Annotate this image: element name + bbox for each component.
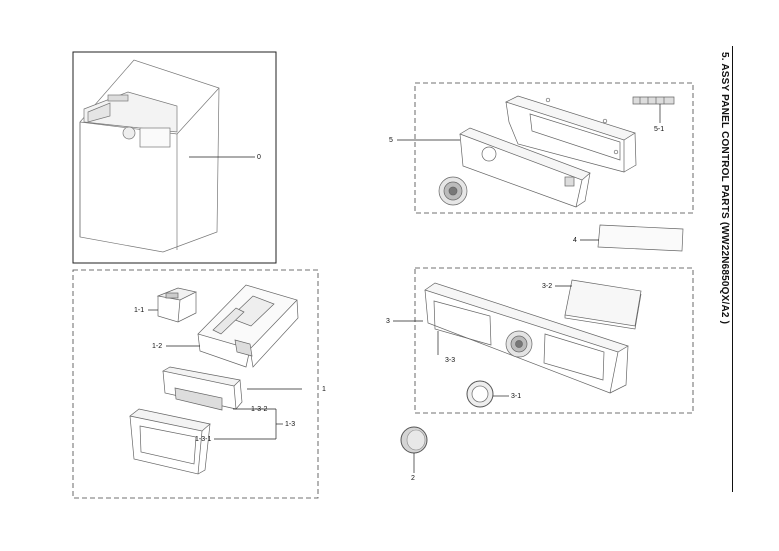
- drawer-callout-lines: [148, 309, 302, 440]
- callout-1: 1: [322, 386, 326, 393]
- pcb-assembly-group: [397, 82, 694, 214]
- callout-1-3: 1-3: [285, 421, 296, 428]
- sheet-part-4: [597, 224, 684, 252]
- callout-2: 2: [411, 475, 415, 482]
- washer-drawing: [79, 59, 220, 253]
- control-panel-group: [393, 267, 694, 414]
- callout-3: 3: [386, 318, 390, 325]
- callout-1-2: 1-2: [152, 343, 163, 350]
- callout-4: 4: [573, 237, 577, 244]
- drawer-assembly-frame: [72, 269, 319, 499]
- callout-3-3: 3-3: [445, 357, 456, 364]
- callout-3-1: 3-1: [511, 393, 522, 400]
- control-panel-drawing: [424, 279, 642, 394]
- page-title: 5. ASSY PANEL CONTROL PARTS (WW22N6850QX…: [719, 52, 730, 325]
- callout-0: 0: [257, 154, 261, 161]
- callout-5-1: 5-1: [654, 126, 665, 133]
- callout-1-1: 1-1: [134, 307, 145, 314]
- knob-parts-group: [400, 380, 509, 473]
- callout-3-2: 3-2: [542, 283, 553, 290]
- callout-1-3-2: 1-3-2: [251, 406, 268, 413]
- title-rule: [732, 46, 733, 492]
- drawer-parts-drawing: [129, 284, 299, 475]
- control-panel-callout-lines: [393, 285, 572, 355]
- drawer-assembly-group: [72, 269, 319, 499]
- sheet-part-group: [580, 224, 684, 252]
- pcb-parts-drawing: [438, 95, 675, 208]
- washer-overview-group: [72, 51, 277, 264]
- callout-1-3-1: 1-3-1: [195, 436, 212, 443]
- pcb-assembly-frame: [414, 82, 694, 214]
- control-panel-frame: [414, 267, 694, 414]
- pcb-callout-lines: [397, 104, 661, 141]
- washer-overview-frame: [72, 51, 277, 264]
- callout-5: 5: [389, 137, 393, 144]
